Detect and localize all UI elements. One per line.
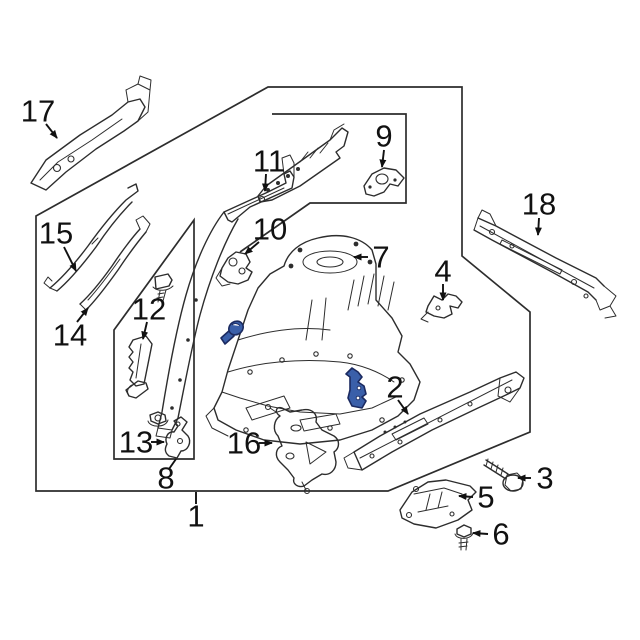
assembly-box-1 [35,86,531,492]
part-13-drawing [164,416,191,459]
sub-assembly-box-9 [239,113,407,253]
part-bolt-drawing [152,273,174,303]
part-11-drawing [155,154,295,439]
callout-label-11: 11 [253,144,285,179]
callout-arrow-5 [458,493,474,501]
callout-arrow-12 [141,321,149,340]
callout-label-1: 1 [187,499,204,534]
part-4-drawing [420,293,463,323]
part-15-drawing [43,183,139,292]
callout-label-10: 10 [253,212,287,247]
callout-arrow-11 [261,173,269,192]
callout-label-15: 15 [39,216,73,251]
callout-label-4: 4 [434,254,451,289]
part-3-drawing [483,458,524,492]
part-6-drawing [454,524,474,551]
part-7-drawing [205,234,421,445]
hardware-kit-box-8 [113,217,195,460]
part-17-drawing [30,75,152,191]
callout-arrow-10 [244,241,260,255]
callout-arrow-8 [168,458,177,470]
part-5-drawing [399,479,477,529]
part-pin-drawing [125,380,149,399]
callout-label-17: 17 [21,94,55,129]
callout-label-14: 14 [53,318,87,353]
callout-label-2: 2 [386,370,403,405]
part-2-drawing [343,371,525,471]
callout-label-16: 16 [227,426,261,461]
part-12-drawing [128,335,153,387]
part-18-drawing [473,209,617,319]
highlighted-bolt [220,320,244,345]
callout-arrow-6 [472,530,489,537]
part-10-drawing [215,251,253,287]
callout-arrow-14 [76,307,89,323]
callout-label-12: 12 [132,292,166,327]
callout-label-8: 8 [157,461,174,496]
callout-arrow-18 [534,217,542,236]
callout-arrow-17 [45,123,58,139]
callout-arrow-15 [63,246,77,272]
callout-label-5: 5 [477,480,494,515]
callout-label-18: 18 [522,187,556,222]
part-16-drawing [264,403,340,495]
part-9-drawing [363,167,405,197]
callout-label-7: 7 [372,240,389,275]
callout-label-3: 3 [536,461,553,496]
callout-label-9: 9 [375,119,392,154]
highlighted-bracket [345,367,367,409]
callout-arrow-9 [379,149,387,168]
callout-label-13: 13 [119,425,153,460]
callout-label-6: 6 [492,517,509,552]
callout-arrow-2 [397,399,409,415]
